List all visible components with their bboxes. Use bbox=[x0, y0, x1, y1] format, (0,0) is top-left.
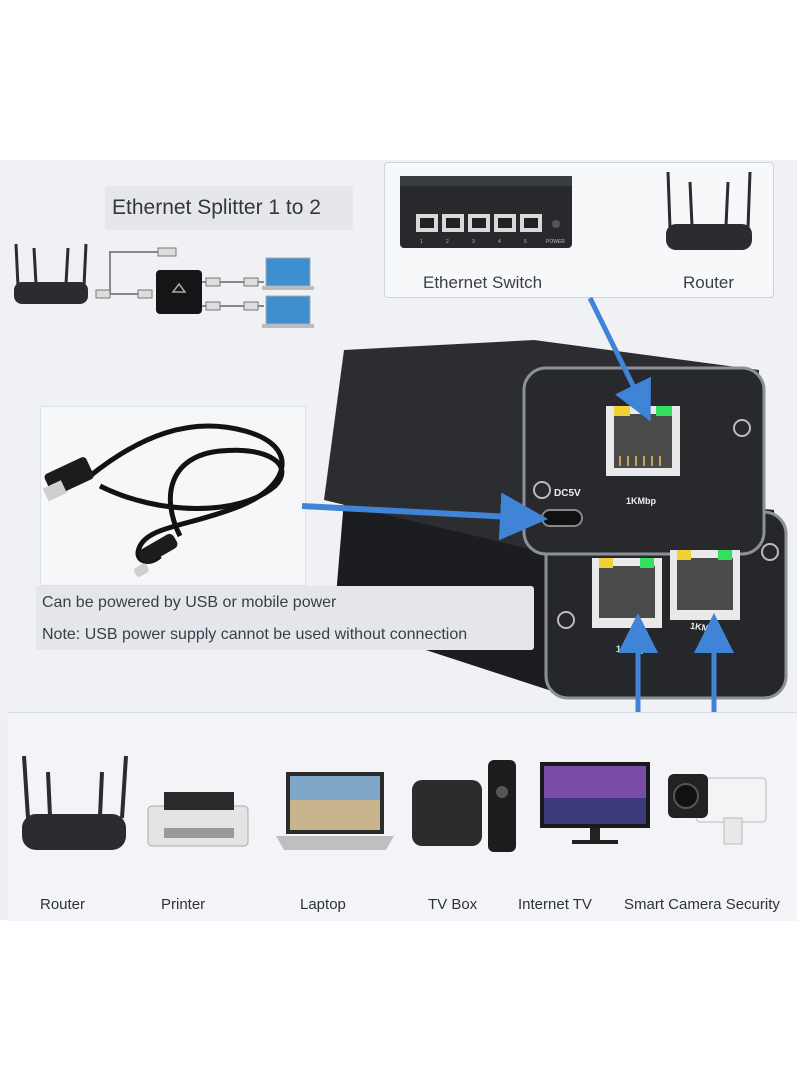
switch-port-3: 3 bbox=[472, 239, 475, 245]
power-note-line-1: Can be powered by USB or mobile power bbox=[42, 594, 337, 611]
device-row-panel bbox=[8, 712, 797, 921]
smart-camera-security-label: Smart Camera Security bbox=[624, 896, 780, 913]
switch-port-1: 1 bbox=[420, 239, 423, 245]
power-note-line-2: Note: USB power supply cannot be used wi… bbox=[42, 626, 468, 643]
mini-laptop-icon-1 bbox=[262, 257, 314, 290]
switch-port-4: 4 bbox=[498, 239, 501, 245]
printer-icon bbox=[147, 792, 249, 847]
switch-port-2: 2 bbox=[446, 239, 449, 245]
mini-splitter-diagram bbox=[14, 243, 314, 328]
internet-tv-icon bbox=[540, 762, 650, 844]
switch-power-label: POWER bbox=[546, 239, 565, 245]
ethernet-switch-label: Ethernet Switch bbox=[423, 273, 543, 292]
top-port-speed-label: 1KMbp bbox=[626, 496, 656, 506]
usb-c-cable-icon bbox=[42, 423, 285, 577]
router-icon bbox=[666, 171, 752, 250]
title-box bbox=[105, 186, 353, 230]
tv-box-label: TV Box bbox=[428, 896, 478, 913]
bottom-rj45-port-right bbox=[670, 550, 740, 620]
router-device-icon bbox=[22, 755, 128, 850]
ethernet-switch-icon: 1 2 3 4 5 POWER bbox=[400, 176, 572, 248]
router-label-top: Router bbox=[683, 273, 735, 292]
switch-port-5: 5 bbox=[524, 239, 527, 245]
tv-box-icon bbox=[412, 760, 516, 852]
notes-box bbox=[36, 586, 534, 650]
printer-label: Printer bbox=[161, 896, 206, 913]
laptop-icon bbox=[276, 772, 394, 850]
security-camera-icon bbox=[668, 774, 767, 845]
internet-tv-label: Internet TV bbox=[518, 896, 592, 913]
diagram-title: Ethernet Splitter 1 to 2 bbox=[112, 196, 321, 219]
mini-laptop-icon-2 bbox=[262, 295, 314, 328]
dc5v-label: DC5V bbox=[554, 488, 581, 499]
laptop-label: Laptop bbox=[300, 896, 346, 913]
mini-router-icon bbox=[14, 243, 88, 304]
router-device-label: Router bbox=[40, 896, 86, 913]
